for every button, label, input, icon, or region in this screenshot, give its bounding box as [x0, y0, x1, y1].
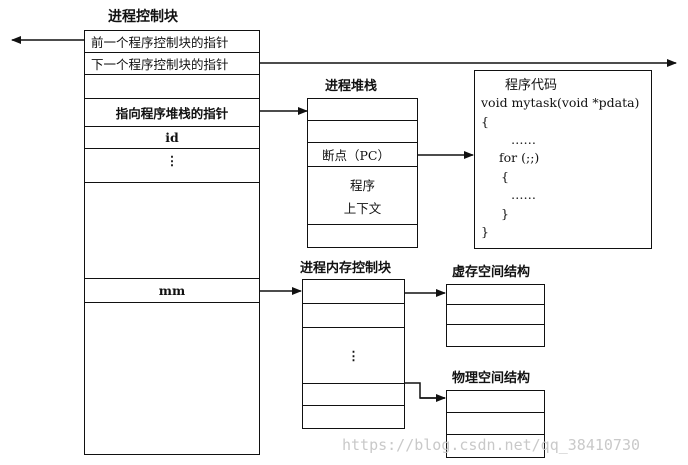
stack-context-line1: 程序 [349, 177, 375, 193]
to-physical-space-arrow [405, 382, 445, 399]
pcb-box: 前一个程序控制块的指针 下一个程序控制块的指针 指向程序堆栈的指针 id ⋮ m… [84, 30, 260, 455]
stack-context-field: 程序 上下文 [308, 167, 417, 225]
watermark: https://blog.csdn.net/qq_38410730 [342, 436, 641, 454]
memctl-row [303, 304, 404, 328]
pcb-id-field: id [85, 127, 259, 149]
code-line: void mytask(void *pdata) [481, 95, 640, 110]
pcb-id-label: id [165, 130, 179, 145]
pcb-ellipsis: ⋮ [165, 153, 179, 168]
memctl-ellipsis-row: ⋮ [303, 328, 404, 384]
physical-space-box [446, 390, 545, 458]
pcb-mm-label: mm [158, 283, 186, 298]
vspace-title: 虚存空间结构 [452, 265, 531, 280]
code-line: …… [511, 132, 536, 147]
pcb-stack-pointer-field: 指向程序堆栈的指针 [85, 99, 259, 127]
code-line: { [501, 169, 509, 184]
memctl-row [303, 280, 404, 304]
process-stack-box: 断点（PC） 程序 上下文 [307, 98, 418, 248]
stack-context-line2: 上下文 [343, 200, 382, 216]
memctl-row [303, 384, 404, 406]
pcb-stack-pointer-label: 指向程序堆栈的指针 [115, 106, 229, 121]
code-line: { [481, 114, 489, 129]
code-line: for (;;) [499, 150, 540, 165]
vspace-row [447, 305, 544, 325]
pcb-ellipsis-row: ⋮ [85, 149, 259, 183]
pcb-blank-row-2 [85, 183, 259, 279]
stack-breakpoint-field: 断点（PC） [308, 143, 417, 167]
stack-row [308, 99, 417, 121]
stack-breakpoint-label: 断点（PC） [322, 148, 390, 163]
memory-control-block-box: ⋮ [302, 279, 405, 429]
stack-row [308, 121, 417, 143]
code-title: 程序代码 [505, 78, 558, 93]
pcb-mm-field: mm [85, 279, 259, 303]
pspace-title: 物理空间结构 [452, 371, 531, 386]
pcb-prev-pointer-field: 前一个程序控制块的指针 [85, 31, 259, 53]
pcb-next-pointer-label: 下一个程序控制块的指针 [91, 57, 229, 72]
pcb-prev-pointer-label: 前一个程序控制块的指针 [91, 35, 229, 50]
vspace-row [447, 285, 544, 305]
pspace-row [447, 391, 544, 413]
program-code-box: 程序代码 void mytask(void *pdata) { …… for (… [474, 70, 652, 249]
pcb-next-pointer-field: 下一个程序控制块的指针 [85, 53, 259, 75]
code-line: …… [511, 187, 536, 202]
virtual-space-box [446, 284, 545, 347]
pspace-row [447, 413, 544, 435]
code-line: } [481, 224, 489, 239]
pcb-title: 进程控制块 [108, 9, 178, 25]
stack-title: 进程堆栈 [325, 79, 378, 94]
memctl-title: 进程内存控制块 [300, 261, 392, 276]
code-line: } [501, 206, 509, 221]
memctl-ellipsis: ⋮ [347, 348, 360, 363]
pcb-blank-row [85, 75, 259, 99]
